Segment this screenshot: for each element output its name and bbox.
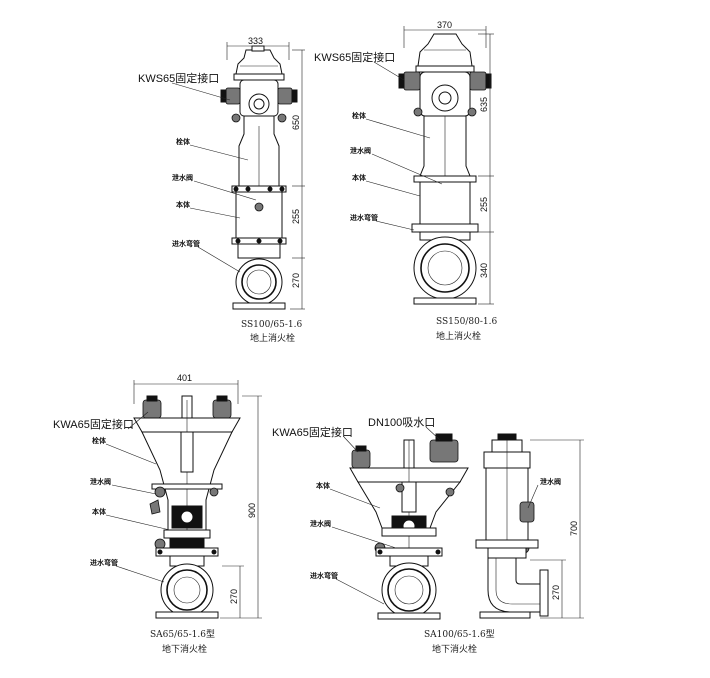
- caption-type: 地上消火栓: [436, 330, 481, 342]
- caption-model: SA100/65-1.6型: [424, 629, 495, 640]
- dim-height-270: 270: [229, 589, 239, 604]
- callout-body: 栓体: [352, 111, 367, 120]
- dim-height-270: 270: [291, 273, 301, 288]
- dim-width-370: 370: [437, 20, 452, 30]
- caption-model: SS100/65-1.6: [241, 320, 302, 330]
- dim-height-650: 650: [291, 115, 301, 130]
- callout-main: 本体: [175, 200, 191, 209]
- callout-inlet: 进水弯管: [90, 558, 118, 567]
- caption-model: SS150/80-1.6: [436, 317, 497, 327]
- dim-height-900: 900: [247, 503, 257, 518]
- callout-body: 栓体: [92, 436, 107, 445]
- callout-inlet: 进水弯管: [310, 571, 338, 580]
- callout-drain: 泄水阀: [90, 477, 111, 486]
- callout-kwa65: KWA65固定接口: [272, 425, 353, 439]
- callout-side-drain: 泄水阀: [540, 477, 561, 486]
- drawing-sa100-65: 700 270 KWA65固定接口 DN100吸水口 本体 泄水阀 进水弯管 泄…: [272, 416, 584, 655]
- callout-main: 本体: [351, 173, 367, 182]
- dim-height-255: 255: [479, 197, 489, 212]
- dim-height-340: 340: [479, 263, 489, 278]
- caption-type: 地下消火栓: [432, 643, 477, 655]
- dim-height-255: 255: [291, 209, 301, 224]
- dim-width-333: 333: [248, 36, 263, 46]
- caption-model: SA65/65-1.6型: [150, 629, 215, 640]
- callout-drain: 泄水阀: [310, 519, 331, 528]
- drawing-ss100-65: 333: [138, 36, 305, 344]
- callout-inlet: 进水弯管: [350, 213, 378, 222]
- dim-height-700: 700: [569, 521, 579, 536]
- callout-main: 本体: [91, 507, 107, 516]
- callout-body: 栓体: [176, 137, 191, 146]
- dim-height-270: 270: [551, 585, 561, 600]
- callout-kws65: KWS65固定接口: [314, 50, 395, 64]
- drawing-ss150-80: 370 635 255 340: [314, 20, 497, 342]
- caption-type: 地下消火栓: [162, 643, 207, 655]
- callout-kws65: KWS65固定接口: [138, 71, 219, 85]
- caption-type: 地上消火栓: [250, 332, 295, 344]
- callout-drain: 泄水阀: [350, 146, 371, 155]
- drawing-sa65-65: 401 900 270: [53, 373, 262, 655]
- callout-kwa65: KWA65固定接口: [53, 417, 134, 431]
- callout-inlet: 进水弯管: [172, 239, 200, 248]
- dim-width-401: 401: [177, 373, 192, 383]
- callout-drain: 泄水阀: [172, 173, 193, 182]
- callout-main: 本体: [315, 481, 331, 490]
- dim-height-635: 635: [479, 97, 489, 112]
- callout-dn100: DN100吸水口: [368, 416, 435, 429]
